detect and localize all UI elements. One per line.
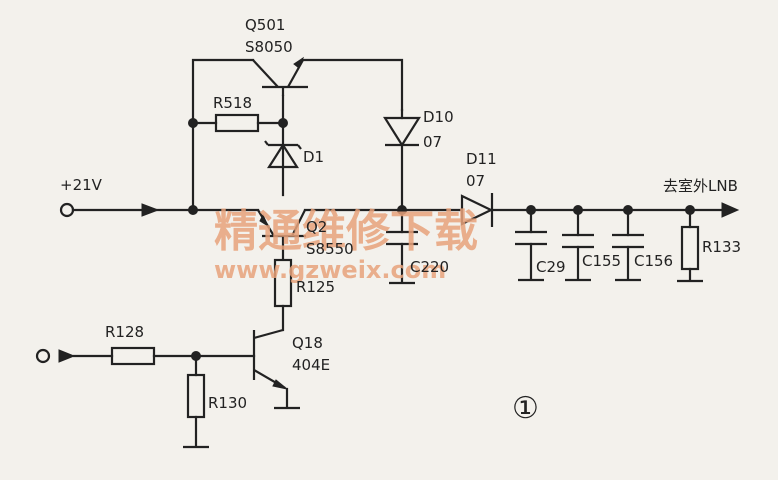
r133-resistor [677,208,703,283]
d10-diode [383,108,421,212]
label-d10-type: 07 [423,133,442,151]
label-d11-type: 07 [466,172,485,190]
q2-transistor [257,209,306,260]
watermark-url: www.gzweix.com [214,256,446,284]
label-d1: D1 [303,148,324,166]
label-d10-name: D10 [423,108,454,126]
r128-resistor [110,346,156,366]
label-r125: R125 [296,278,335,296]
junction-dots [188,118,695,361]
label-r518: R518 [213,94,252,112]
label-c155: C155 [582,252,621,270]
watermark-title: 精通维修下载 [214,206,478,257]
label-r130: R130 [208,394,247,412]
label-input-voltage: +21V [60,176,103,194]
figure-number: ① [512,391,539,426]
label-q18-type: 404E [292,356,330,374]
top-wiring [191,58,404,212]
label-c156: C156 [634,252,673,270]
input-terminal [59,202,75,218]
label-r128: R128 [105,323,144,341]
label-r133: R133 [702,238,741,256]
r125-resistor [273,258,293,332]
label-q2-name: Q2 [306,218,327,236]
q501-transistor [252,56,308,96]
c156-capacitor [612,208,644,282]
r130-resistor [183,354,209,449]
labels: +21V Q501 S8050 R518 D1 D10 07 D11 07 去室… [60,16,741,426]
input2-wiring [35,346,256,366]
label-output: 去室外LNB [663,177,738,195]
input2-arrow [58,349,76,363]
input2-terminal [35,348,51,364]
d1-zener-diode [264,140,302,169]
d11-diode [460,193,494,227]
output-arrow [721,202,740,218]
label-q2-type: S8550 [306,240,354,258]
r518-resistor [214,113,260,133]
input-arrow [141,203,160,217]
label-d11-name: D11 [466,150,497,168]
watermark: 精通维修下载 www.gzweix.com [214,206,478,284]
label-q501-type: S8050 [245,38,293,56]
label-q501-name: Q501 [245,16,285,34]
label-c29: C29 [536,258,566,276]
c155-capacitor [562,208,594,282]
label-c220: C220 [410,258,449,276]
label-q18-name: Q18 [292,334,323,352]
